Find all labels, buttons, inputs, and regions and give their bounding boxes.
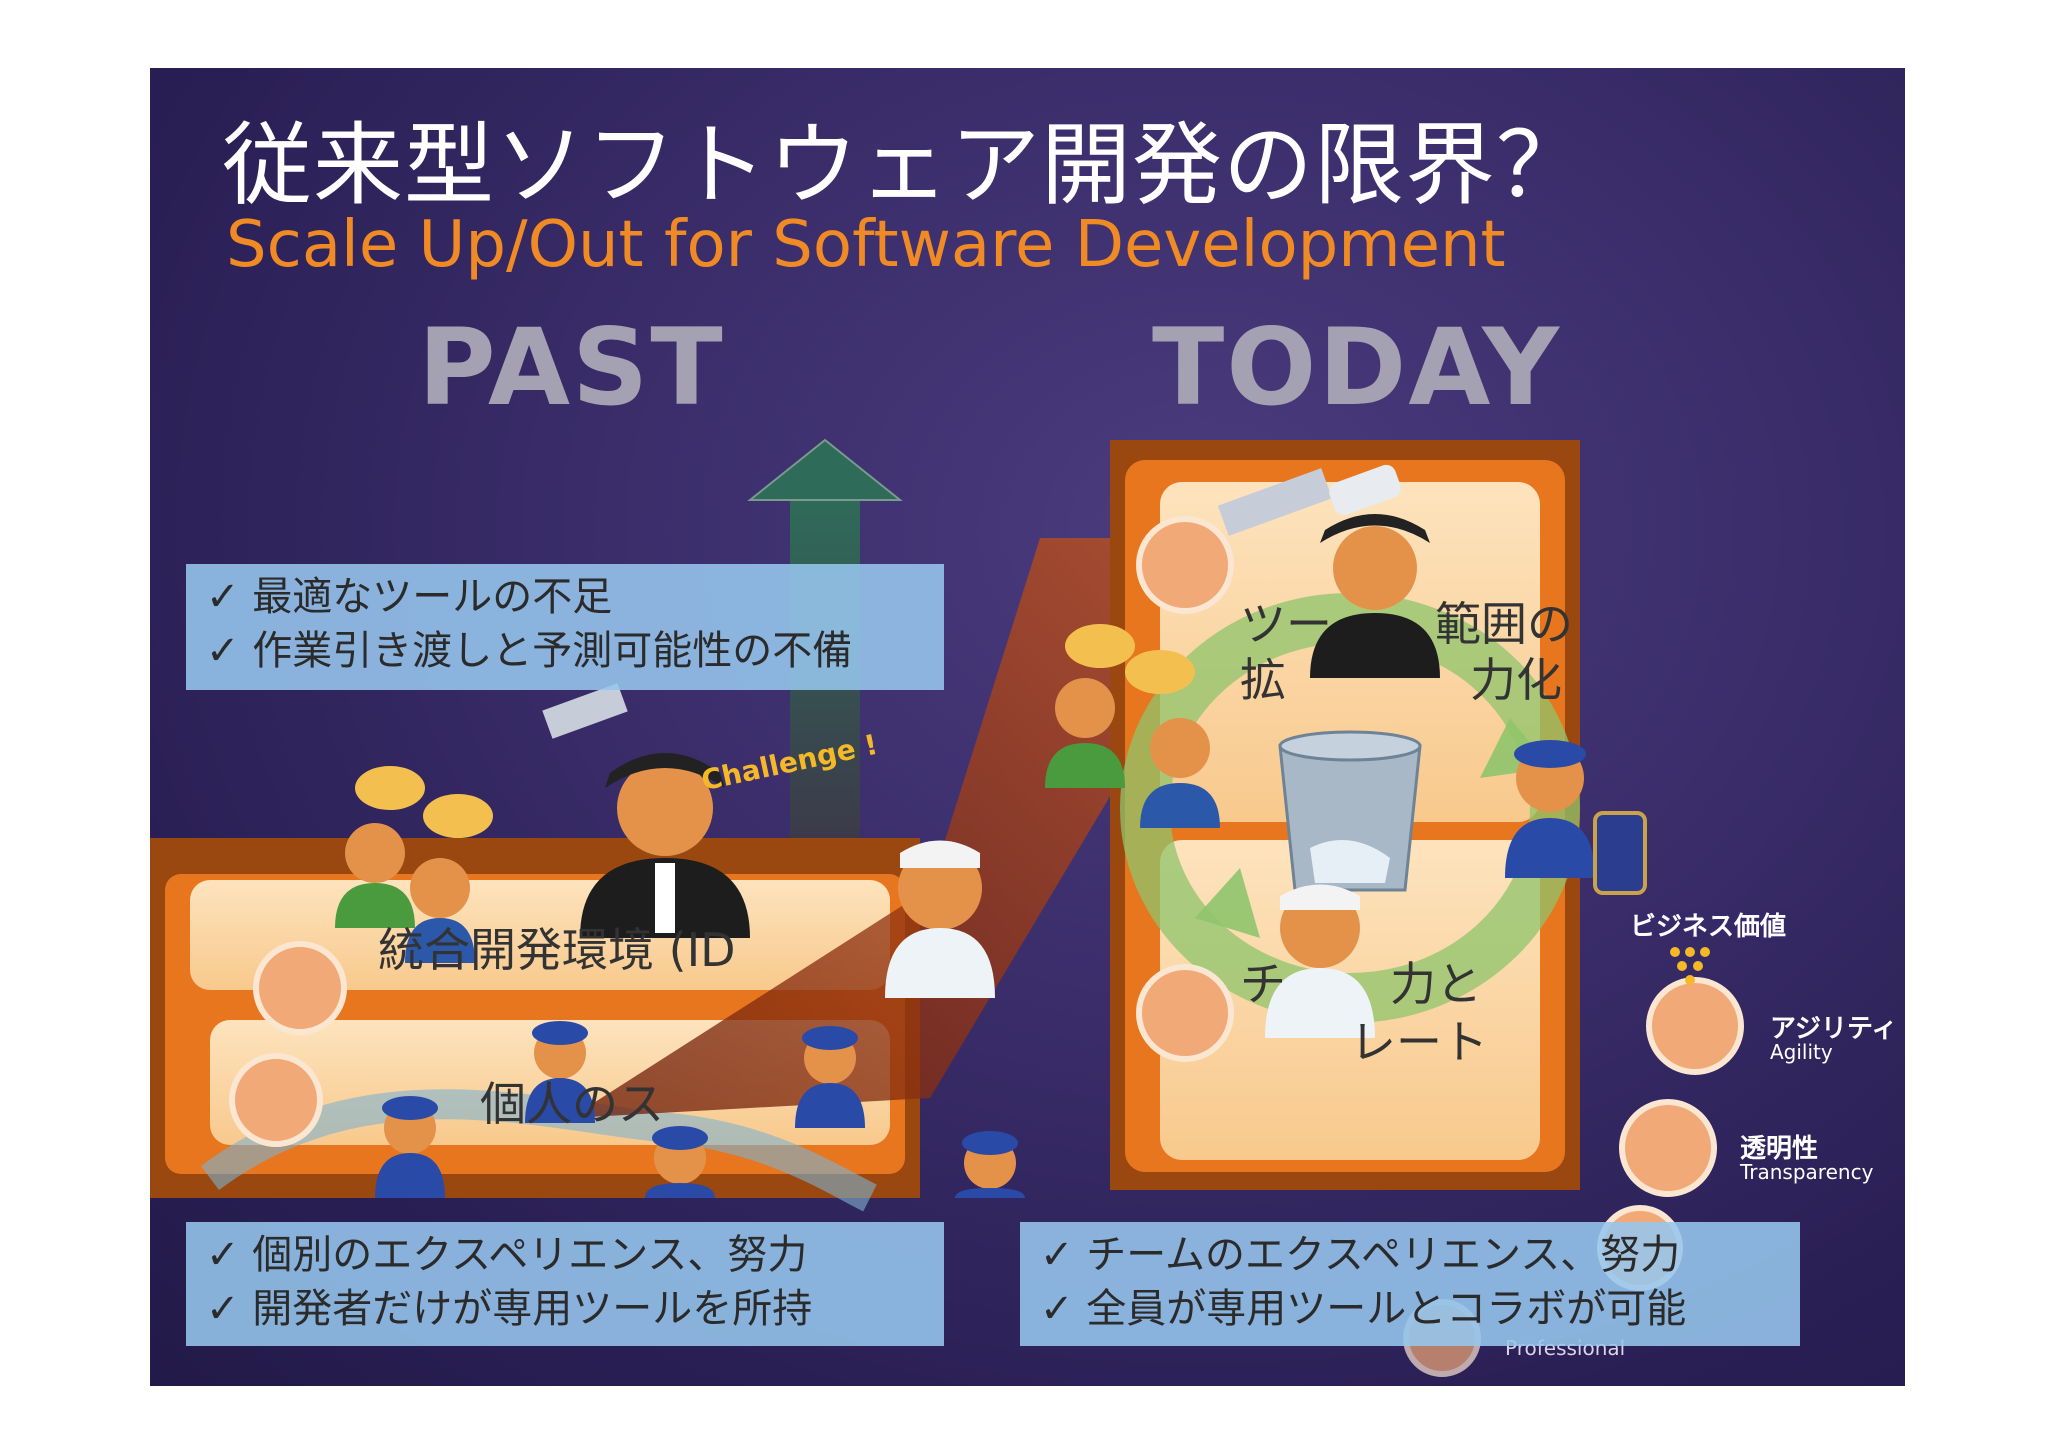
transparency-label: 透明性 — [1740, 1134, 1819, 1164]
today-bottom-bullet-1: ✓ チームのエクスペリエンス、努力 — [1040, 1232, 1681, 1278]
today-row-label-3b: 力と — [1390, 957, 1482, 1011]
past-top-bullet-1: ✓ 最適なツールの不足 — [206, 574, 613, 620]
past-bottom-bullets: ✓ 個別のエクスペリエンス、努力 ✓ 開発者だけが専用ツールを所持 — [186, 1222, 944, 1346]
slide: 従来型ソフトウェア開発の限界？ Scale Up/Out for Softwar… — [150, 68, 1905, 1386]
today-row-label-3a: チ — [1240, 957, 1286, 1011]
today-row-label-2b: 力化 — [1470, 653, 1562, 707]
agility-label: アジリティ — [1770, 1014, 1898, 1044]
today-row-label-2a: 拡 — [1240, 653, 1286, 707]
past-top-bullets: ✓ 最適なツールの不足 ✓ 作業引き渡しと予測可能性の不備 — [186, 564, 944, 690]
past-bottom-bullet-1: ✓ 個別のエクスペリエンス、努力 — [206, 1232, 808, 1278]
slide-graphics — [150, 438, 1744, 1377]
today-row-label-4: レート — [1350, 1015, 1488, 1069]
agility-label-en: Agility — [1770, 1040, 1833, 1064]
today-heading: TODAY — [1152, 306, 1562, 429]
trash-can-illustration — [1278, 730, 1422, 892]
past-top-bullet-2: ✓ 作業引き渡しと予測可能性の不備 — [206, 628, 853, 674]
transparency-label-en: Transparency — [1740, 1160, 1874, 1184]
today-bottom-bullet-2: ✓ 全員が専用ツールとコラボが可能 — [1040, 1286, 1687, 1332]
today-row-label-1b: 範囲の — [1435, 597, 1573, 651]
today-row-label-1a: ツー — [1240, 597, 1332, 651]
past-bottom-bullet-2: ✓ 開発者だけが専用ツールを所持 — [206, 1286, 813, 1332]
business-value-header: ビジネス価値 — [1630, 912, 1787, 942]
slide-title: 従来型ソフトウェア開発の限界？ — [222, 113, 1587, 218]
slide-subtitle: Scale Up/Out for Software Development — [226, 208, 1506, 282]
past-row-label-ide: 統合開発環境 (ID — [378, 923, 736, 977]
past-heading: PAST — [418, 306, 725, 429]
today-bottom-bullets: ✓ チームのエクスペリエンス、努力 ✓ 全員が専用ツールとコラボが可能 — [1020, 1222, 1800, 1346]
people-illustrations — [335, 464, 1647, 1198]
past-row-label-individual: 個人のス — [480, 1077, 664, 1131]
